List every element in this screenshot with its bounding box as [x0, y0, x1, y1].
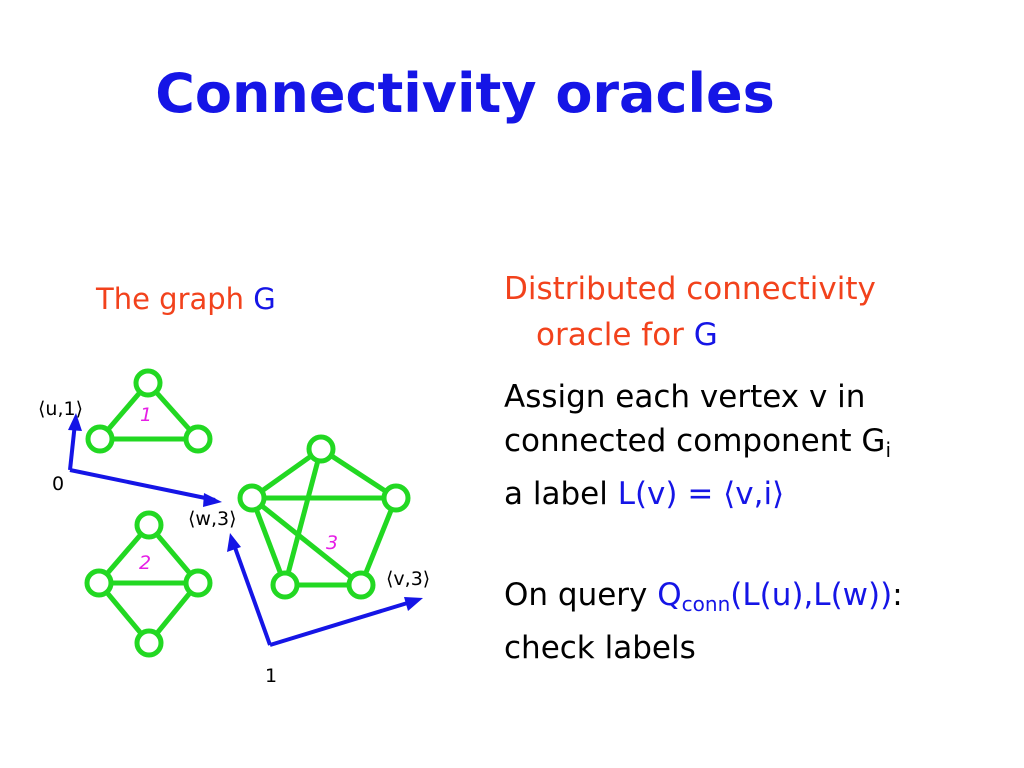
- component-3-edges: [249, 446, 399, 588]
- assign-line2: connected component Gi: [504, 419, 891, 472]
- graph-label-symbol: G: [253, 282, 276, 316]
- node-w: [237, 483, 267, 513]
- edge: [319, 446, 398, 501]
- oracle-heading-symbol: G: [693, 317, 718, 353]
- query-symbol: Qconn: [657, 577, 731, 616]
- label-arrows: [68, 422, 415, 647]
- arrow-heads: [68, 413, 423, 611]
- node-u: [85, 424, 115, 454]
- node: [133, 368, 163, 398]
- assign-line2-text: connected component G: [504, 423, 886, 459]
- edge: [358, 497, 399, 586]
- assign-line2-subscript: i: [885, 438, 891, 462]
- oracle-heading-line2-text: oracle for: [536, 317, 694, 353]
- query-line2: check labels: [504, 630, 696, 666]
- node: [183, 568, 213, 598]
- arrowhead: [227, 533, 241, 552]
- node-v: [346, 570, 376, 600]
- assign-paragraph: Assign each vertex v in connected compon…: [504, 375, 891, 516]
- node: [306, 434, 336, 464]
- oracle-heading: Distributed connectivity oracle for G: [504, 266, 876, 358]
- edge: [250, 496, 363, 587]
- assign-line3-text: a label: [504, 476, 618, 512]
- node: [134, 628, 164, 658]
- edge: [282, 448, 324, 586]
- query-paragraph: On query Qconn(L(u),L(w)): check labels: [504, 573, 903, 670]
- arrowhead: [68, 413, 82, 431]
- assign-label-formula: L(v) = ⟨v,i⟩: [617, 476, 785, 512]
- query-Q: Q: [657, 577, 682, 613]
- query-subscript: conn: [681, 592, 731, 616]
- graph-nodes: [84, 368, 411, 658]
- arrowhead: [203, 493, 222, 507]
- label-u1: ⟨u,1⟩: [38, 398, 83, 420]
- vertex-labels: ⟨u,1⟩ 0 ⟨w,3⟩ ⟨v,3⟩ 1: [38, 398, 430, 687]
- assign-line3: a label L(v) = ⟨v,i⟩: [504, 472, 891, 516]
- page-title: Connectivity oracles: [155, 62, 775, 125]
- edge: [249, 497, 288, 586]
- label-w3: ⟨w,3⟩: [188, 508, 237, 530]
- node: [381, 483, 411, 513]
- arrow-to-v: [269, 599, 415, 647]
- query-colon: :: [892, 577, 903, 613]
- node: [84, 568, 114, 598]
- component-numbers: 1 2 3: [139, 404, 338, 574]
- query-line1: On query Qconn(L(u),L(w)):: [504, 573, 903, 626]
- oracle-heading-line1: Distributed connectivity: [504, 271, 876, 307]
- arrowhead: [404, 597, 423, 611]
- graph-label-text: The graph: [96, 282, 254, 316]
- arrow-to-w-from-1: [231, 541, 272, 646]
- component-number-3: 3: [326, 532, 338, 554]
- label-v3: ⟨v,3⟩: [386, 568, 430, 590]
- component-2-edges: [97, 523, 200, 645]
- query-prefix: On query: [504, 577, 658, 613]
- node: [270, 570, 300, 600]
- arrow-to-u: [68, 422, 77, 471]
- node: [183, 424, 213, 454]
- label-root-0: 0: [52, 473, 64, 495]
- component-number-1: 1: [140, 404, 152, 426]
- node: [134, 510, 164, 540]
- graph-label: The graph G: [96, 282, 276, 316]
- oracle-heading-line2: oracle for G: [504, 312, 876, 358]
- label-root-1: 1: [265, 665, 277, 687]
- query-args: (L(u),L(w)): [730, 577, 893, 613]
- component-number-2: 2: [139, 552, 151, 574]
- arrow-to-w: [69, 468, 216, 502]
- assign-line1: Assign each vertex v in: [504, 379, 866, 415]
